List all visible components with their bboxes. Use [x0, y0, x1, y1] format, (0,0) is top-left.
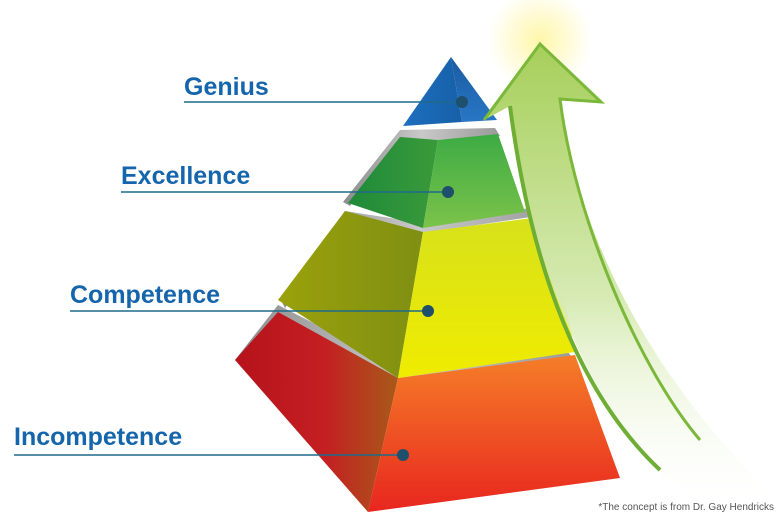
- growth-arrow-edge: [482, 41, 702, 441]
- label-incompetence: Incompetence: [14, 423, 183, 451]
- tier-face-right: [398, 216, 575, 378]
- tier-face-left: [403, 57, 462, 126]
- marker-dot-incompetence: [397, 449, 409, 461]
- marker-dot-excellence: [442, 186, 454, 198]
- label-competence: Competence: [70, 281, 221, 309]
- growth-arrow: [484, 44, 778, 500]
- tier-face-left: [235, 312, 398, 512]
- tier-face-left: [348, 137, 438, 228]
- marker-dot-genius: [456, 96, 468, 108]
- tier-genius: [403, 57, 497, 126]
- marker-dot-competence: [422, 305, 434, 317]
- tier-face-right: [368, 355, 620, 512]
- label-genius: Genius: [184, 73, 269, 101]
- tier-excellence: [348, 134, 525, 228]
- tier-face-right: [423, 134, 525, 228]
- tier-incompetence: [235, 312, 620, 512]
- growth-arrow-inner-edge: [508, 105, 662, 472]
- tier-face-left: [278, 211, 423, 378]
- tier-competence: [278, 211, 575, 378]
- footnote: *The concept is from Dr. Gay Hendricks: [598, 502, 774, 513]
- separator: [281, 208, 558, 308]
- label-excellence: Excellence: [121, 162, 251, 190]
